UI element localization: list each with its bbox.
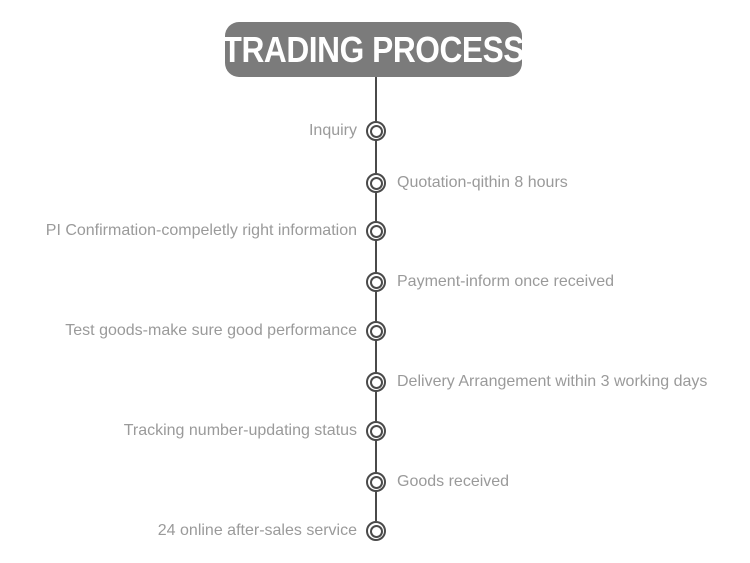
title-banner: TRADING PROCESS — [222, 22, 525, 77]
timeline-node-inner-ring — [369, 324, 383, 338]
timeline-node-icon — [366, 321, 386, 341]
timeline-node-icon — [366, 521, 386, 541]
step-label: Payment-inform once received — [397, 273, 614, 290]
step-label: Delivery Arrangement within 3 working da… — [397, 373, 708, 390]
process-step-payment: Payment-inform once received — [0, 271, 750, 293]
timeline-node-icon — [366, 173, 386, 193]
page-title: TRADING PROCESS — [222, 28, 525, 70]
step-label: PI Confirmation-compeletly right informa… — [45, 222, 357, 239]
timeline-node-inner-ring — [369, 224, 383, 238]
step-label: Inquiry — [308, 122, 357, 139]
timeline-node-inner-ring — [369, 424, 383, 438]
timeline-line — [375, 77, 377, 521]
step-label: Tracking number-updating status — [123, 422, 357, 439]
timeline-node-icon — [366, 221, 386, 241]
timeline-node-icon — [366, 272, 386, 292]
process-step-inquiry: Inquiry — [0, 120, 750, 142]
timeline-node-inner-ring — [369, 475, 383, 489]
process-step-test-goods: Test goods-make sure good performance — [0, 320, 750, 342]
process-step-pi-confirmation: PI Confirmation-compeletly right informa… — [0, 220, 750, 242]
timeline-node-inner-ring — [369, 375, 383, 389]
timeline-node-icon — [366, 472, 386, 492]
timeline-node-inner-ring — [369, 124, 383, 138]
process-step-quotation: Quotation-qithin 8 hours — [0, 172, 750, 194]
process-step-tracking: Tracking number-updating status — [0, 420, 750, 442]
timeline-node-inner-ring — [369, 275, 383, 289]
timeline-node-icon — [366, 121, 386, 141]
step-label: Goods received — [397, 473, 510, 490]
timeline-node-inner-ring — [369, 524, 383, 538]
step-label: Test goods-make sure good performance — [65, 322, 357, 339]
step-label: 24 online after-sales service — [157, 522, 357, 539]
process-step-after-sales: 24 online after-sales service — [0, 520, 750, 542]
process-step-goods-received: Goods received — [0, 471, 750, 493]
timeline-node-inner-ring — [369, 176, 383, 190]
process-step-delivery: Delivery Arrangement within 3 working da… — [0, 371, 750, 393]
timeline-node-icon — [366, 372, 386, 392]
timeline-node-icon — [366, 421, 386, 441]
step-label: Quotation-qithin 8 hours — [397, 174, 568, 191]
